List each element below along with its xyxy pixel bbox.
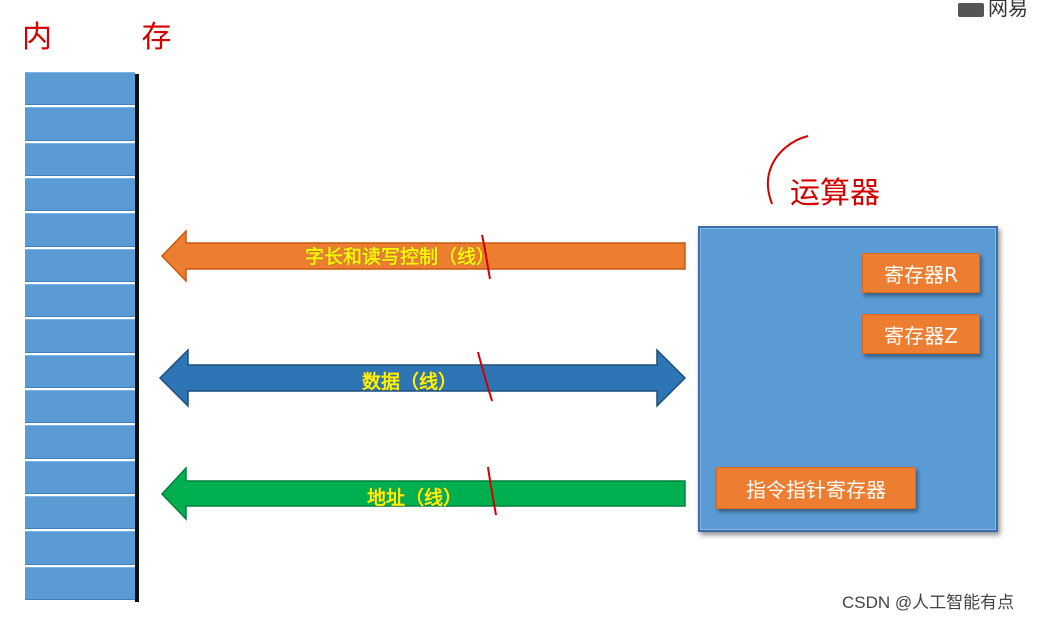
logo-text: 网易	[988, 0, 1028, 20]
data-bus-slash-mark	[477, 351, 493, 402]
memory-cell	[25, 107, 135, 141]
memory-cell	[25, 319, 135, 353]
memory-block	[25, 72, 135, 600]
instruction-pointer-register: 指令指针寄存器	[716, 467, 916, 509]
memory-cell	[25, 177, 135, 212]
memory-cell	[25, 72, 135, 106]
memory-edge-bar	[135, 74, 139, 602]
memory-cell	[25, 213, 135, 247]
memory-cell	[25, 283, 135, 318]
memory-cell	[25, 354, 135, 388]
memory-cell	[25, 495, 135, 530]
memory-cell	[25, 248, 135, 282]
watermark: CSDN @人工智能有点	[842, 593, 1015, 612]
memory-cell	[25, 389, 135, 424]
memory-cell	[25, 566, 135, 600]
memory-cell	[25, 142, 135, 176]
register-r: 寄存器R	[862, 253, 980, 293]
memory-cell	[25, 425, 135, 459]
data-bus-arrow	[158, 348, 687, 408]
memory-cell	[25, 531, 135, 565]
app-logo: 网易	[958, 0, 1028, 21]
cpu-title: 运算器	[790, 176, 880, 211]
control-bus-arrow	[160, 229, 686, 283]
register-z: 寄存器Z	[862, 314, 980, 354]
address-bus-slash-mark	[487, 466, 497, 516]
control-bus-slash-mark	[481, 234, 491, 280]
memory-title: 内 存	[22, 20, 212, 55]
address-bus-label: 地址（线）	[367, 487, 463, 509]
cpu-bracket-mark	[766, 135, 809, 205]
data-bus-label: 数据（线）	[362, 371, 458, 393]
address-bus-arrow	[160, 466, 686, 521]
screen-icon	[958, 2, 984, 17]
control-bus-label: 字长和读写控制（线）	[305, 246, 496, 268]
memory-cell	[25, 460, 135, 494]
